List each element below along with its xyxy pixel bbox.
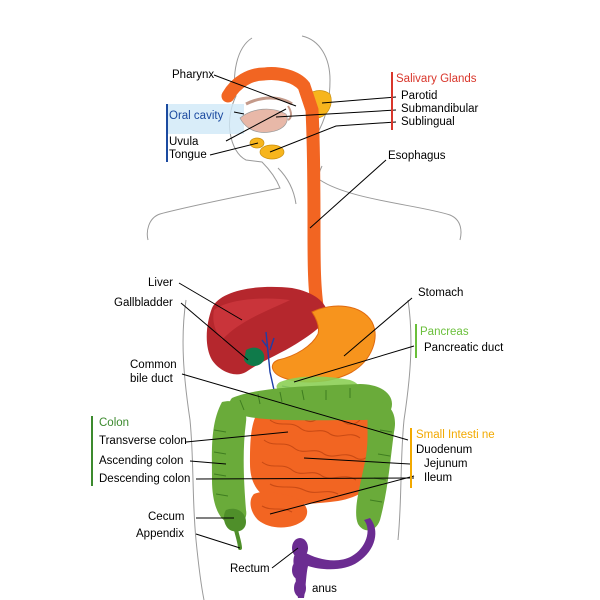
uvula-label: Uvula [169,136,199,148]
mouth-structures [239,96,293,133]
small-intestine [250,404,382,528]
esophagus-label: Esophagus [388,150,446,162]
body-outline [146,35,462,600]
tongue-label: Tongue [169,149,207,161]
descending-colon [356,401,396,531]
descending-colon-label: Descending colon [99,473,191,485]
uvula [287,105,292,121]
oral-cavity-highlight [166,104,244,134]
common-bile-duct-label-line2: bile duct [130,373,173,385]
ileum-label: Ileum [424,472,453,484]
cecum-label: Cecum [148,511,185,523]
liver-label: Liver [148,277,173,289]
esophagus [221,67,325,319]
salivary-glands-group-bar [391,72,393,130]
transverse-colon [229,384,392,421]
appendix [234,528,242,550]
gallbladder [244,347,265,366]
palate [245,96,293,106]
colon [211,384,396,550]
liver-shade [213,298,290,340]
ascending-colon [211,401,247,526]
cecum [223,508,246,532]
oral-cavity-group-bar [166,104,168,162]
sublingual-label: Sublingual [401,116,455,128]
anus-label: anus [312,583,337,595]
appendix-label: Appendix [136,528,184,540]
colon-group-bar [91,416,93,486]
stomach [271,305,376,383]
small-intestine-label: Small Intesti ne [416,429,495,441]
leader-lines [178,74,415,569]
small-intestine-group-bar [410,428,412,488]
stomach-label: Stomach [418,287,464,299]
rectum-folds [292,538,308,597]
duodenum-label: Duodenum [416,444,473,456]
transverse-colon-label: Transverse colon [99,435,187,447]
gallbladder-label: Gallbladder [114,297,173,309]
submandibular-gland [259,144,285,160]
pharynx-label: Pharynx [172,69,215,81]
submandibular-label: Submandibular [401,103,479,115]
ascending-colon-label: Ascending colon [99,455,184,467]
rectum-label: Rectum [230,563,270,575]
colon-label: Colon [99,417,130,429]
common-bile-duct-label-line1: Common [130,359,177,371]
pancreas-label: Pancreas [420,326,469,338]
pancreatic-duct-label: Pancreatic duct [424,342,504,354]
oral-cavity-label: Oral cavity [169,110,224,122]
jejunum-label: Jejunum [424,458,468,470]
salivary-glands-label: Salivary Glands [396,73,477,85]
parotid-label: Parotid [401,90,438,102]
pancreas-group-bar [415,324,417,358]
